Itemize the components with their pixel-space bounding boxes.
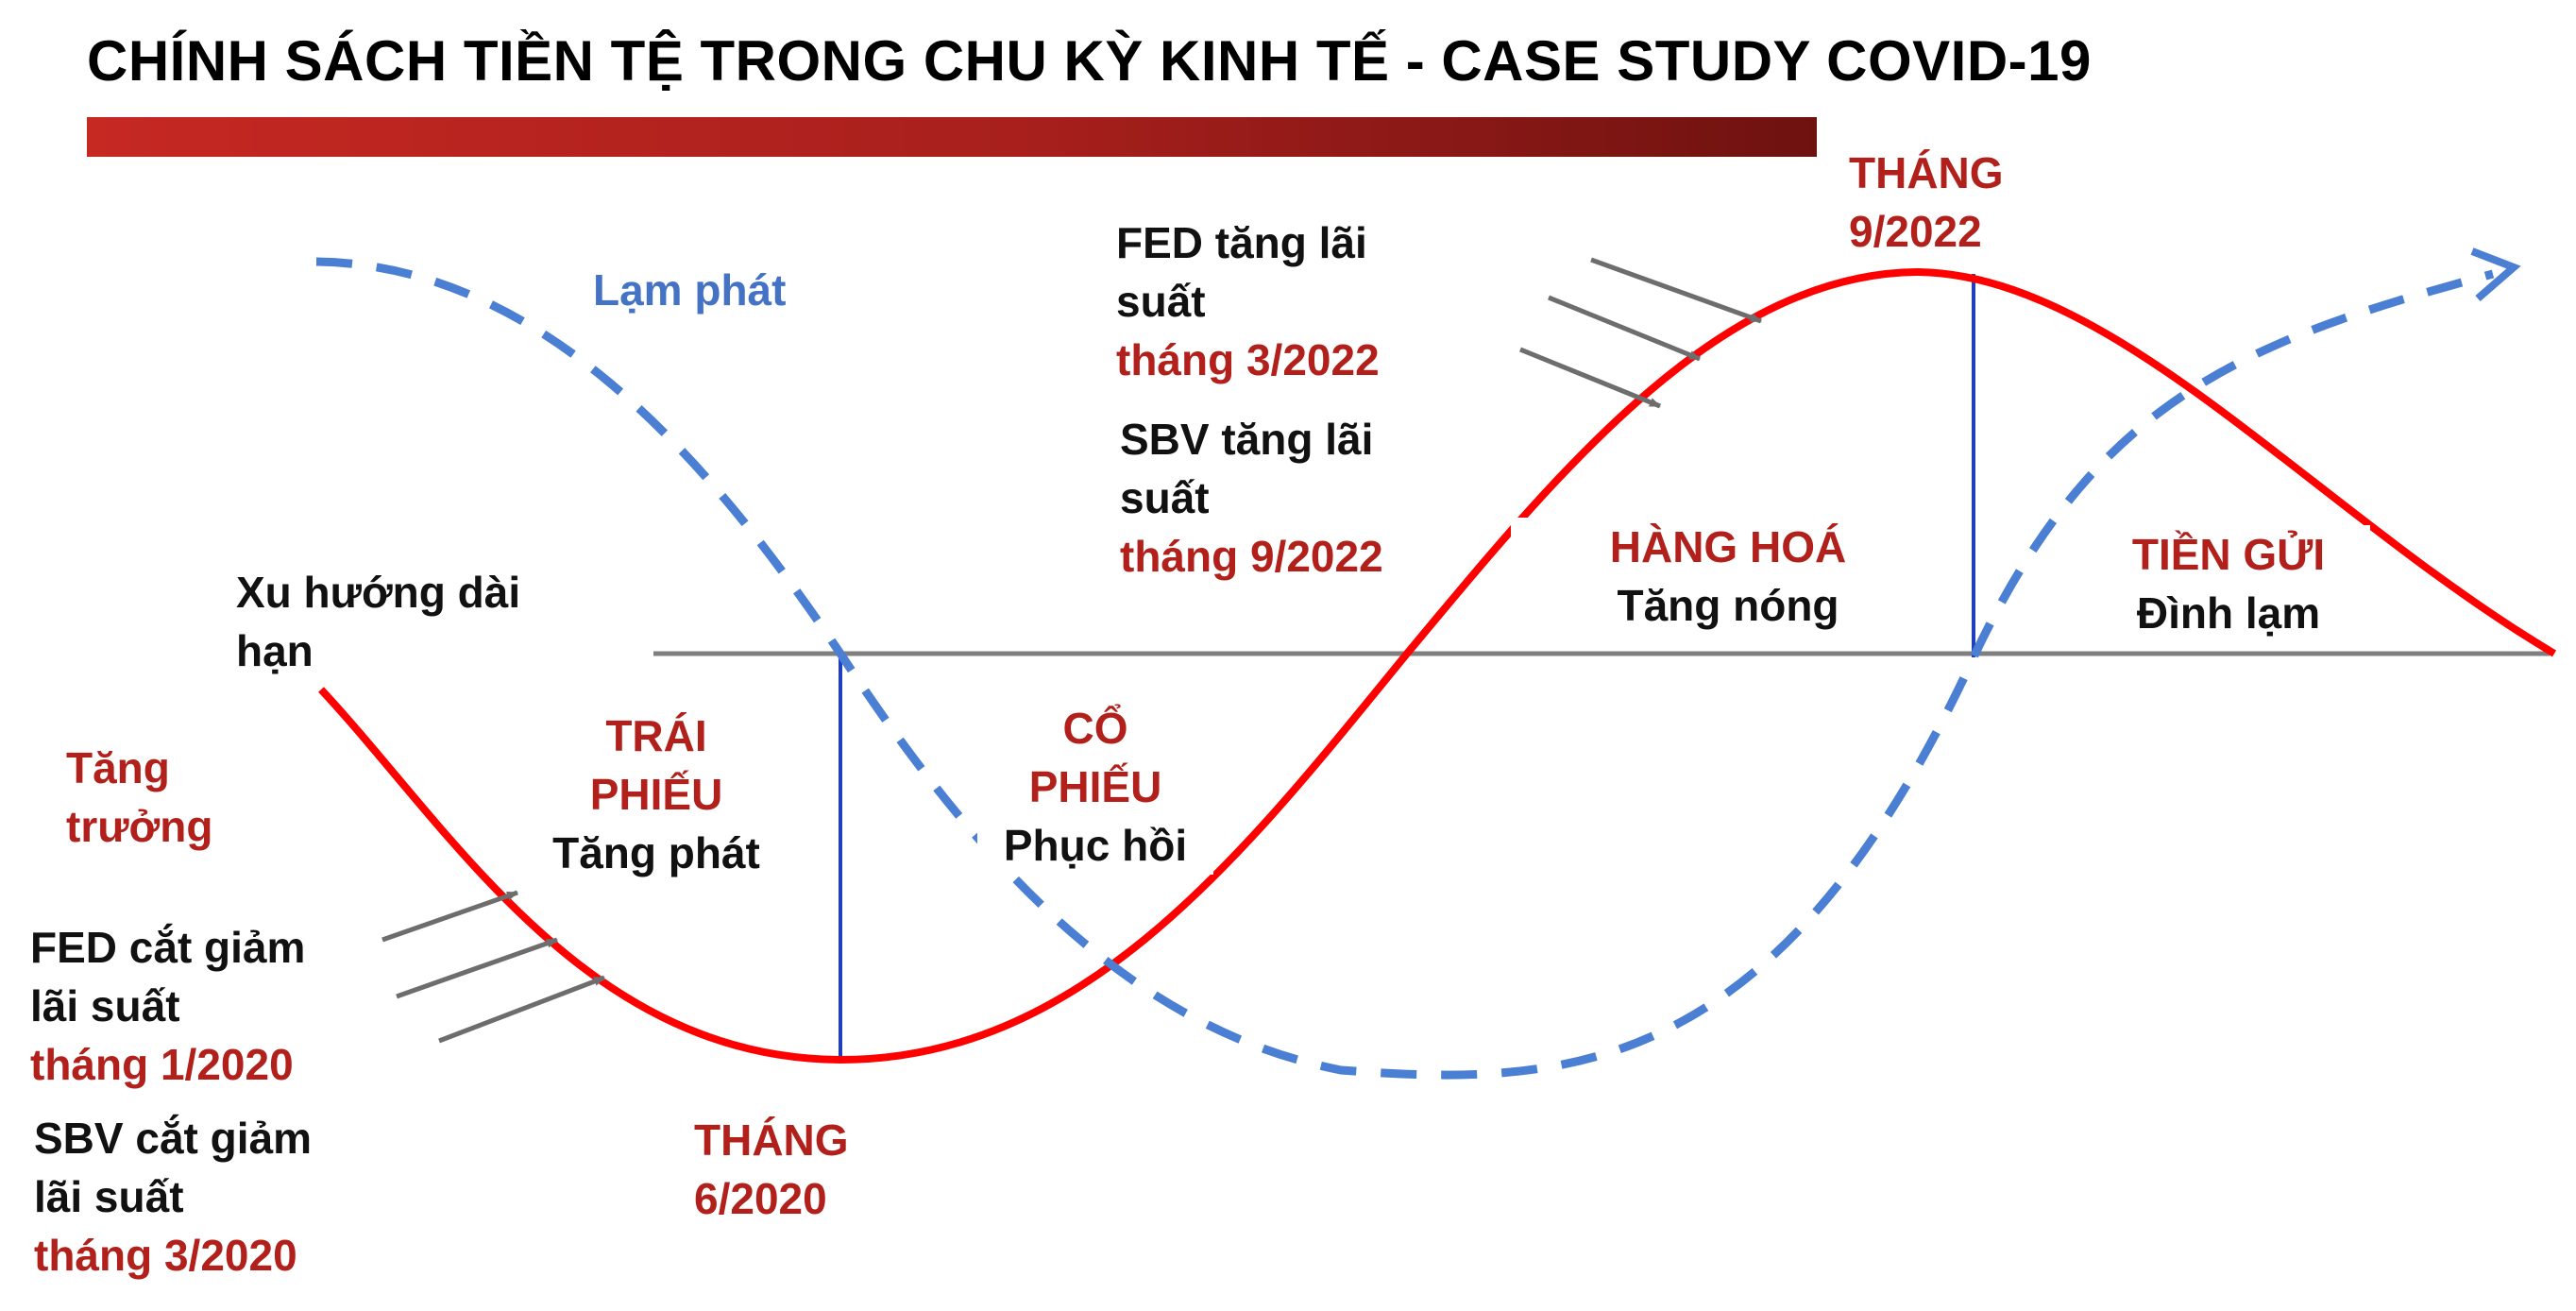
commodities-phase-label: HÀNG HOÁ Tăng nóng xyxy=(1511,518,1945,635)
fed-rate-hike-event: FED tăng lãi suất tháng 3/2022 xyxy=(1116,218,1380,384)
peak-date-label: THÁNG 9/2022 xyxy=(1849,148,2004,256)
inflation-label: Lạm phát xyxy=(593,265,787,315)
growth-curve xyxy=(318,267,2557,1064)
sbv-rate-cut-event: SBV cắt giảm lãi suất tháng 3/2020 xyxy=(34,1114,312,1280)
title-underline-bar xyxy=(87,117,1817,157)
inflation-arrowhead xyxy=(2470,247,2521,302)
sbv-rate-hike-event: SBV tăng lãi suất tháng 9/2022 xyxy=(1120,415,1383,581)
rate-cut-arrows xyxy=(381,890,605,1044)
rate-hike-arrows xyxy=(1519,257,1762,409)
stocks-phase-label: CỔ PHIẾU Phục hồi xyxy=(977,699,1213,875)
deposits-phase-label: TIỀN GỬI Đình lạm xyxy=(2087,525,2370,642)
fed-rate-cut-event: FED cắt giảm lãi suất tháng 1/2020 xyxy=(30,923,306,1089)
growth-label: Tăng trưởng xyxy=(66,743,213,851)
page-title: CHÍNH SÁCH TIỀN TỆ TRONG CHU KỲ KINH TẾ … xyxy=(87,29,2092,93)
trough-date-label: THÁNG 6/2020 xyxy=(694,1115,849,1223)
long-term-trend-label: Xu hướng dài hạn xyxy=(236,568,521,675)
bonds-phase-label: TRÁI PHIẾU Tăng phát xyxy=(510,707,803,882)
inflation-curve xyxy=(315,257,2495,1080)
